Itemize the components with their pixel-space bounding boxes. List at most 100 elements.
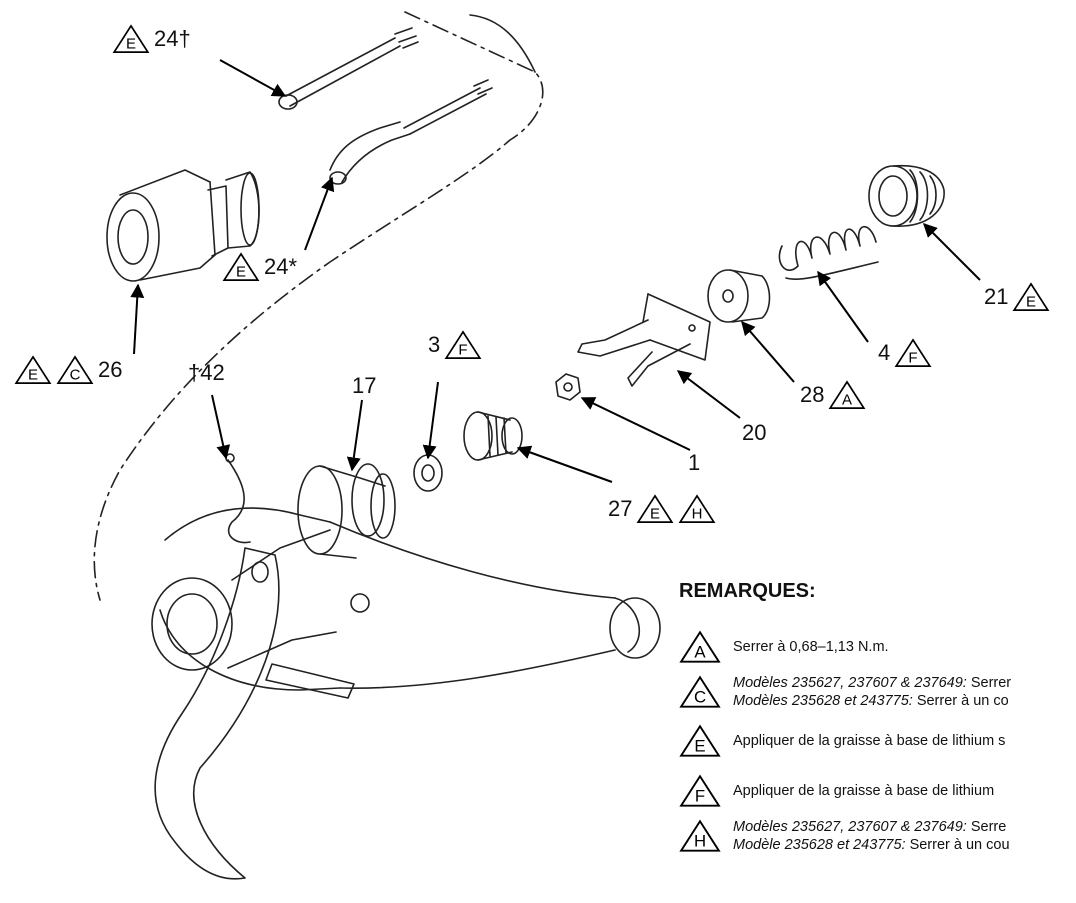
part-number: 26 [98, 357, 123, 382]
instruction: Serrer [966, 675, 1012, 691]
trigger [154, 547, 280, 880]
note-line: Modèles 235628 et 243775: Serrer à un co [733, 692, 1011, 710]
part-42-wire [227, 459, 251, 544]
reference-triangle-e: E [637, 494, 674, 523]
part-number: 1 [688, 450, 701, 475]
reference-triangle-e: E [112, 24, 150, 53]
note-triangle-e: E [679, 724, 721, 757]
note-text: Serrer à 0,68–1,13 N.m. [733, 638, 889, 656]
note-e: E Appliquer de la graisse à base de lithi… [679, 724, 1005, 758]
reference-letter: H [692, 505, 703, 522]
part-27-nut [463, 411, 523, 461]
reference-letter: F [459, 341, 468, 358]
part-number: 21 [984, 284, 1009, 309]
instruction: Appliquer de la graisse à base de lithiu… [733, 733, 1006, 749]
callout-42: †42 [188, 362, 225, 384]
leader-28 [741, 320, 795, 383]
leader-17 [346, 399, 363, 472]
leader-21 [923, 223, 981, 281]
part-28-spacer [707, 269, 771, 323]
callout-20: 20 [742, 422, 766, 444]
reference-letter: C [70, 366, 81, 383]
part-number: †42 [188, 360, 225, 385]
note-c: C Modèles 235627, 237607 & 237649: Serrer… [679, 674, 1011, 710]
reference-triangle-a: A [829, 380, 866, 409]
part-1-hex-nut [555, 373, 581, 401]
note-triangle-f: F [679, 774, 721, 807]
reference-letter: A [842, 391, 852, 408]
reference-letter: A [694, 643, 706, 662]
leader-20 [676, 370, 741, 419]
leader-42 [211, 394, 231, 460]
callout-28: 28 A [800, 380, 866, 410]
part-number: 3 [428, 332, 441, 357]
assembly-envelope-curve [469, 14, 536, 73]
reference-triangle-e: E [1013, 282, 1050, 311]
part-number: 28 [800, 382, 825, 407]
reference-letter: E [236, 263, 246, 280]
part-number: 4 [878, 340, 891, 365]
note-line: Modèle 235628 et 243775: Serrer à un cou [733, 836, 1010, 854]
note-text: Appliquer de la graisse à base de lithiu… [733, 782, 994, 800]
note-a: A Serrer à 0,68–1,13 N.m. [679, 630, 889, 664]
leader-1 [580, 397, 691, 451]
model-list: Modèles 235628 et 243775: [733, 693, 913, 709]
note-line: Appliquer de la graisse à base de lithiu… [733, 732, 1005, 750]
reference-letter: H [694, 832, 706, 851]
callout-1: 1 [688, 452, 700, 474]
reference-letter: E [694, 737, 705, 756]
note-line: Serrer à 0,68–1,13 N.m. [733, 638, 889, 656]
part-number: 20 [742, 420, 767, 445]
reference-letter: E [126, 35, 136, 52]
part-21-cap [868, 164, 945, 227]
callout-27: 27 E H [608, 494, 716, 524]
reference-triangle-f: F [894, 338, 932, 367]
reference-triangle-h: H [679, 494, 716, 523]
note-triangle-h: H [679, 819, 721, 852]
note-line: Appliquer de la graisse à base de lithiu… [733, 782, 994, 800]
instruction: Serrer à 0,68–1,13 N.m. [733, 639, 889, 655]
note-line: Modèles 235627, 237607 & 237649: Serre [733, 818, 1010, 836]
part-24-star [329, 79, 493, 185]
reference-triangle-f: F [444, 330, 482, 359]
reference-triangle-c: C [56, 355, 94, 384]
part-number: 24* [264, 254, 298, 279]
reference-letter: C [694, 688, 706, 707]
note-triangle-a: A [679, 630, 721, 663]
callout-17: 17 [352, 375, 376, 397]
callout-24-star: E 24* [222, 252, 297, 282]
callout-21: 21 E [984, 282, 1050, 312]
assembly-envelope-line [93, 11, 544, 601]
reference-letter: E [1026, 293, 1036, 310]
part-24-dagger [278, 27, 419, 110]
model-list: Modèle 235628 et 243775: [733, 837, 906, 853]
instruction: Serre [966, 819, 1007, 835]
callout-26: E C 26 [14, 355, 122, 385]
model-list: Modèles 235627, 237607 & 237649: [733, 819, 967, 835]
part-26-fitting [106, 169, 260, 282]
reference-triangle-e: E [222, 252, 260, 281]
part-number: 24† [154, 26, 191, 51]
note-triangle-c: C [679, 675, 721, 708]
trigger-latch [265, 663, 355, 699]
reference-triangle-e: E [14, 355, 52, 384]
leader-24-star [304, 176, 335, 251]
part-number: 27 [608, 496, 633, 521]
note-line: Modèles 235627, 237607 & 237649: Serrer [733, 674, 1011, 692]
leader-26 [130, 283, 145, 355]
model-list: Modèles 235627, 237607 & 237649: [733, 675, 967, 691]
instruction: Appliquer de la graisse à base de lithiu… [733, 783, 995, 799]
gun-body [151, 463, 661, 691]
part-number: 17 [352, 373, 377, 398]
note-f: F Appliquer de la graisse à base de lithi… [679, 774, 994, 808]
leader-3 [422, 381, 439, 460]
part-20-bracket [577, 293, 711, 387]
reference-letter: E [650, 505, 660, 522]
instruction: Serrer à un cou [905, 837, 1010, 853]
